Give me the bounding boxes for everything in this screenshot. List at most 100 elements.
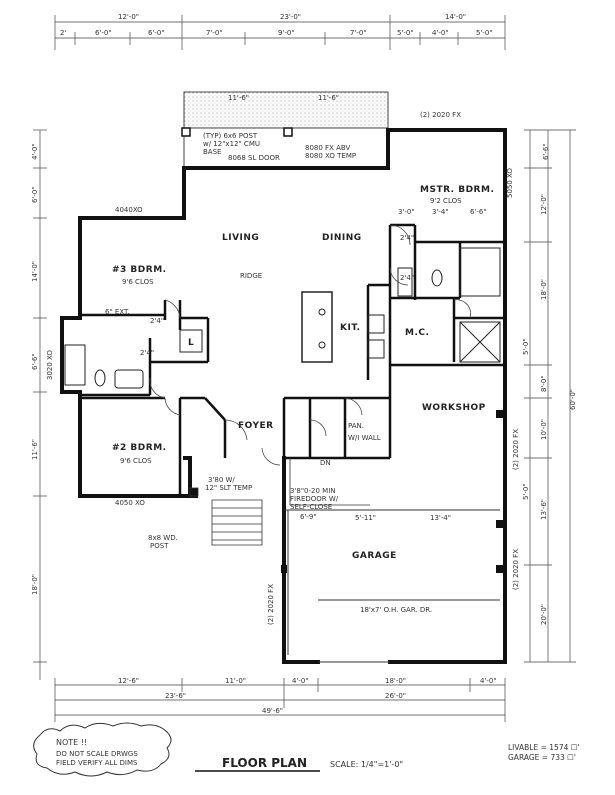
bedroom-2-closet: 9'6 CLOS [120, 457, 152, 465]
top-dim-overall-mid: 23'-0" [280, 13, 301, 21]
right-dim-overall: 60'-0" [569, 389, 577, 410]
bedroom-2-window: 4050 XO [115, 499, 145, 507]
top-dim-seg: 7'-0" [206, 29, 223, 37]
bath-window-label: 3020 XO [46, 350, 54, 380]
garage-window-label: (2) 2020 FX [512, 549, 520, 590]
bottom-dim-total: 23'-6" [165, 692, 186, 700]
garage-detail [281, 410, 504, 655]
room-foyer: FOYER [238, 421, 274, 431]
porch-post-note: BASE [203, 148, 221, 156]
plan-title: FLOOR PLAN [222, 756, 307, 770]
window-note: (2) 2020 FX [420, 111, 461, 119]
laundry-label: L [188, 338, 194, 348]
stair-down-label: DN [320, 459, 331, 467]
fire-door-dim: 6'-9" [300, 513, 317, 521]
entry-door-note: 12" SLT TEMP [205, 484, 252, 492]
room-workshop: WORKSHOP [422, 403, 486, 413]
left-dim: 6'-6" [31, 353, 39, 370]
note-line-1: DO NOT SCALE DRWGS [56, 750, 138, 758]
bottom-dim: 12'-6" [118, 677, 139, 685]
room-kitchen: KIT. [340, 323, 361, 333]
garage-dim: 13'-4" [430, 514, 451, 522]
porch-dim: 11'-6" [318, 94, 339, 102]
bedroom-3-window: 4040XO [115, 206, 143, 214]
bottom-dim-overall: 49'-6" [262, 707, 283, 715]
note-cloud: NOTE !! DO NOT SCALE DRWGS FIELD VERIFY … [33, 722, 172, 777]
closet-dim: 2'4" [400, 234, 414, 242]
closet-dim: 2'4" [400, 274, 414, 282]
plan-scale: SCALE: 1/4"=1'-0" [330, 760, 403, 769]
top-dim-seg: 2' [60, 29, 66, 37]
area-livable: LIVABLE = 1574 ☐' [508, 743, 580, 752]
left-dim: 11'-6" [31, 439, 39, 460]
room-labels: LIVING DINING RIDGE #3 BDRM. 9'6 CLOS 40… [46, 168, 520, 625]
bottom-dim: 4'-0" [292, 677, 309, 685]
right-dim: 6'-6" [542, 143, 550, 160]
bottom-dim: 18'-0" [385, 677, 406, 685]
right-dim: 20'-0" [540, 604, 548, 625]
master-dim: 6'-6" [470, 208, 487, 216]
entry-post-note: 8x8 WD. [148, 534, 178, 542]
room-living: LIVING [222, 233, 259, 243]
right-dim: 13'-6" [540, 499, 548, 520]
top-dim-seg: 6'-0" [148, 29, 165, 37]
garage-window-label: (2) 2020 FX [267, 584, 275, 625]
right-dimensions: 6'-6" 12'-0" 18'-0" 5'-0" 8'-0" 10'-0" 1… [522, 129, 577, 663]
right-dim: 10'-0" [540, 419, 548, 440]
bottom-dim: 4'-0" [480, 677, 497, 685]
top-dim-seg: 6'-0" [95, 29, 112, 37]
patio-door-note: 8068 SL DOOR [228, 154, 280, 162]
kitchen-island [301, 291, 385, 363]
room-mud: M.C. [405, 328, 429, 338]
interior-walls [80, 223, 505, 496]
master-window: 5050 XO [506, 168, 514, 198]
right-dim: 5'-0" [522, 483, 530, 500]
garage-dim: 5'-11" [355, 514, 376, 522]
patio-door-note: 8080 XO TEMP [305, 152, 356, 160]
porch-post-note: (TYP) 6x6 POST [203, 132, 258, 140]
left-dimensions: 4'-0" 6'-0" 14'-0" 6'-6" 11'-6" 18'-0" [31, 129, 47, 680]
bedroom-3-closet: 9'6 CLOS [122, 278, 154, 286]
entry-stairs [189, 458, 370, 546]
ridge-label: RIDGE [240, 272, 262, 280]
title-block: FLOOR PLAN SCALE: 1/4"=1'-0" LIVABLE = 1… [195, 743, 580, 772]
note-line-2: FIELD VERIFY ALL DIMS [56, 759, 138, 767]
garage-door-label: 18'x7' O.H. GAR. DR. [360, 606, 432, 614]
left-dim: 6'-0" [31, 186, 39, 203]
left-dim: 4'-0" [31, 143, 39, 160]
left-dim: 14'-0" [31, 261, 39, 282]
entry-post-note: POST [150, 542, 169, 550]
walk-label: W/I WALL [348, 434, 381, 442]
top-dim-seg: 7'-0" [350, 29, 367, 37]
bath-fixtures [64, 247, 501, 389]
area-garage: GARAGE = 733 ☐' [508, 753, 576, 762]
right-dim: 8'-0" [540, 375, 548, 392]
bottom-dim: 11'-0" [225, 677, 246, 685]
top-dim-overall-right: 14'-0" [445, 13, 466, 21]
top-dim-seg: 5'-0" [476, 29, 493, 37]
porch-dim: 11'-6" [228, 94, 249, 102]
room-dining: DINING [322, 233, 362, 243]
top-dimensions: 12'-0" 23'-0" 14'-0" 2' 6'-0" 6'-0" 7'-0… [54, 13, 506, 50]
porch-post-note: w/ 12"x12" CMU [203, 140, 260, 148]
right-dim: 5'-0" [522, 338, 530, 355]
room-garage: GARAGE [352, 551, 397, 561]
right-dim: 12'-0" [540, 194, 548, 215]
master-dim: 3'-0" [398, 208, 415, 216]
room-bedroom-3: #3 BDRM. [112, 265, 167, 275]
front-porch: 11'-6" 11'-6" (TYP) 6x6 POST w/ 12"x12" … [181, 91, 461, 169]
bottom-dimensions: 12'-6" 11'-0" 4'-0" 18'-0" 4'-0" 23'-6" … [54, 677, 506, 722]
closet-dim: 2'4" [140, 349, 154, 357]
right-dim: 18'-0" [540, 279, 548, 300]
ext-wall-note: 6" EXT. [105, 308, 130, 316]
note-heading: NOTE !! [56, 738, 87, 747]
fire-door-note: SELF-CLOSE [290, 503, 332, 511]
exterior-walls [60, 128, 507, 664]
garage-window-label: (2) 2020 FX [512, 429, 520, 470]
top-dim-seg: 4'-0" [432, 29, 449, 37]
top-dim-seg: 5'-0" [397, 29, 414, 37]
master-closet: 9'2 CLOS [430, 197, 462, 205]
master-dim: 3'-4" [432, 208, 449, 216]
pantry-label: PAN. [348, 422, 364, 430]
